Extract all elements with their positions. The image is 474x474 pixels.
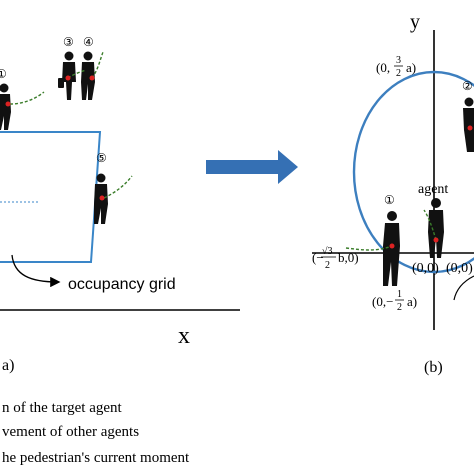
trajectory-agent	[423, 209, 437, 241]
legend: n of the target agent vement of other ag…	[2, 400, 190, 466]
origin-label: (0,0)	[412, 261, 439, 276]
trajectory-ped-1a	[9, 91, 45, 105]
occupancy-grid-shape	[0, 131, 102, 263]
agent-silhouette	[428, 198, 444, 258]
agent-dot	[433, 237, 439, 243]
ped-5-dot	[99, 195, 105, 201]
point-left-den: 2	[325, 260, 330, 271]
pedestrian-5-silhouette	[94, 173, 108, 224]
ped-3-dot	[65, 75, 71, 81]
point-top-frac-den: 2	[396, 68, 401, 79]
point-left-open: (−	[312, 250, 324, 265]
legend-item-2: vement of other agents	[2, 424, 139, 440]
panel-a: x occupancy grid a) ③ ④ ⑤ ①	[0, 35, 240, 374]
grid-label-arrow	[11, 254, 61, 288]
grid-label: occupancy grid	[68, 276, 176, 293]
ped-1a-marker: ①	[0, 67, 7, 81]
point-top-tail: a)	[406, 60, 416, 75]
trajectory-ped-5	[103, 175, 133, 199]
point-bottom-frac-num: 1	[397, 289, 402, 300]
panel-b-y-label: y	[410, 11, 420, 33]
legend-item-3: he pedestrian's current moment	[2, 450, 190, 466]
pedestrian-2-silhouette	[463, 97, 474, 152]
pedestrian-1-silhouette	[383, 211, 400, 286]
ped-1a-dot	[5, 101, 11, 107]
point-left-tail: b,0)	[338, 250, 359, 265]
panel-a-caption: a)	[2, 357, 14, 374]
ped-1-marker: ①	[384, 193, 395, 207]
ped-1-dot	[389, 243, 395, 249]
origin-label-right: (0,0)	[446, 261, 473, 276]
ped-2-dot	[467, 125, 473, 131]
pedestrian-1a-silhouette	[0, 83, 11, 130]
panel-b-pointer	[453, 275, 474, 301]
ped-3-marker: ③	[63, 35, 74, 49]
point-top-label: (0,	[376, 60, 390, 75]
ped-4-marker: ④	[83, 35, 94, 49]
point-top-frac-num: 3	[396, 55, 401, 66]
pedestrian-3-silhouette	[58, 51, 76, 100]
panel-b: y (0, 3 2 a) agent (0,0) (0,0) (− √3 2 b…	[312, 11, 474, 376]
agent-label: agent	[418, 182, 448, 197]
transition-arrow	[206, 150, 298, 184]
panel-b-caption: (b)	[424, 359, 443, 376]
ped-4-dot	[89, 75, 95, 81]
point-left-sqrt: √3	[322, 246, 333, 257]
point-bottom-label: (0,−	[372, 294, 393, 309]
panel-a-x-label: x	[178, 323, 190, 349]
point-bottom-tail: a)	[407, 294, 417, 309]
ped-2-marker: ②	[462, 79, 473, 93]
influence-ellipse	[352, 70, 474, 274]
pedestrian-4-silhouette	[81, 51, 95, 100]
trajectory-ped-1	[345, 245, 393, 251]
point-bottom-frac-den: 2	[397, 302, 402, 313]
legend-item-1: n of the target agent	[2, 400, 123, 416]
ped-5-marker: ⑤	[96, 151, 107, 165]
